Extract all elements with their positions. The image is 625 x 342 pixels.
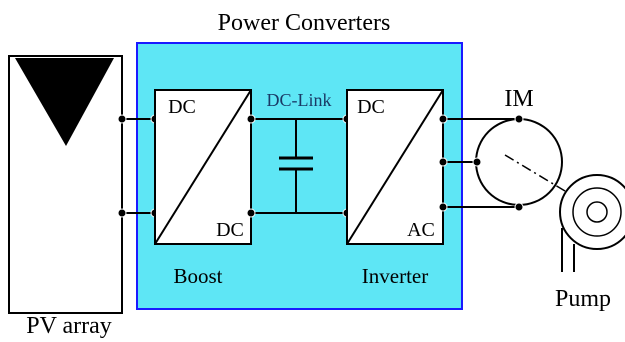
inverter-label: Inverter <box>362 264 428 288</box>
motor-shaft <box>504 154 601 213</box>
node-pv-top <box>117 114 127 124</box>
dc-link-capacitor <box>279 119 313 213</box>
power-converters-title: Power Converters <box>218 10 391 36</box>
pv-array-triangle-icon <box>15 58 114 146</box>
pump-icon <box>559 174 625 272</box>
node-motor-a <box>514 114 524 124</box>
induction-motor <box>475 118 563 206</box>
node-inverter-out-b <box>438 157 448 167</box>
node-motor-c <box>514 202 524 212</box>
inverter-output-label: AC <box>407 219 435 241</box>
inverter <box>346 89 444 245</box>
node-inverter-out-a <box>438 114 448 124</box>
boost-input-label: DC <box>168 96 196 118</box>
pv-array <box>8 55 123 314</box>
pv-array-label: PV array <box>26 313 112 339</box>
node-motor-b <box>472 157 482 167</box>
motor-label: IM <box>504 86 533 112</box>
node-inverter-out-c <box>438 202 448 212</box>
node-boost-out-bottom <box>246 208 256 218</box>
node-pv-bottom <box>117 208 127 218</box>
node-boost-out-top <box>246 114 256 124</box>
dc-link-label: DC-Link <box>267 90 332 110</box>
pump-label: Pump <box>555 286 611 312</box>
boost-label: Boost <box>173 264 222 288</box>
boost-converter <box>154 89 252 245</box>
boost-output-label: DC <box>216 219 244 241</box>
inverter-input-label: DC <box>357 96 385 118</box>
